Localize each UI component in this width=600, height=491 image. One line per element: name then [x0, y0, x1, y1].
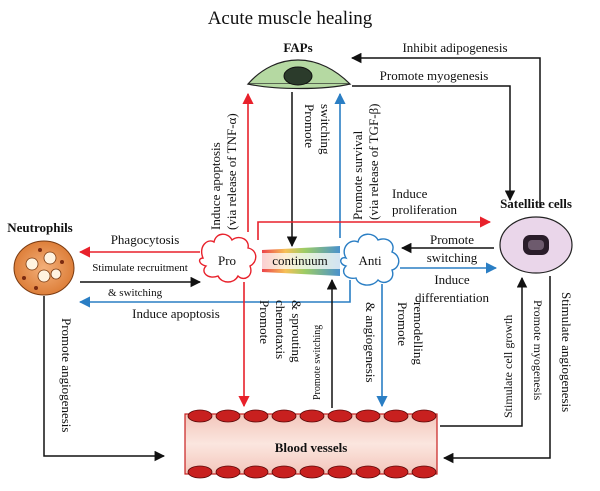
blood-vessels-label: Blood vessels [275, 440, 348, 455]
diagram-title: Acute muscle healing [208, 8, 373, 29]
label-induce-proliferation-2: proliferation [392, 202, 457, 217]
label-stimulate-angiogenesis: Stimulate angiogenesis [559, 292, 574, 412]
label-promote-myogenesis: Promote myogenesis [380, 68, 489, 83]
arrow-induce-apoptosis-neutrophil [78, 280, 351, 308]
rbc-top-row [187, 409, 437, 423]
label-promote-switching-faps-2: switching [318, 104, 333, 155]
label-induce-differentiation-2: differentiation [415, 290, 490, 305]
blood-vessel [184, 409, 438, 479]
label-induce-differentiation-1: Induce [434, 272, 470, 287]
label-remodel-3: & angiogenesis [363, 302, 378, 383]
anti-label: Anti [358, 253, 382, 268]
arrow-stimulate-angiogenesis [442, 276, 551, 464]
label-promote-angiogenesis-neutrophil: Promote angiogenesis [59, 318, 74, 432]
arrow-inhibit-adipogenesis [350, 52, 541, 208]
label-promote-switching-bv: Promote switching [312, 325, 323, 400]
label-stimulate-recruitment: Stimulate recruitment [92, 262, 188, 274]
label-stimulate-cell-growth: Stimulate cell growth [501, 315, 515, 418]
faps-label: FAPs [283, 40, 312, 55]
label-promote-survival-2: (via release of TGF-β) [366, 104, 381, 220]
fap-cell [246, 59, 352, 90]
label-promote-switching-sat-1: Promote [430, 232, 474, 247]
rbc-bottom-row [187, 465, 437, 479]
neutrophils-label: Neutrophils [7, 220, 73, 235]
label-promote-switching-faps-1: Promote [302, 104, 317, 148]
continuum-label-bg [262, 253, 340, 269]
label-remodel-1: Promote [395, 302, 410, 346]
neutrophil-cell [13, 240, 75, 296]
label-induce-apoptosis-tnf-2: (via release of TNF-α) [224, 113, 239, 230]
label-induce-apoptosis-neutrophil: Induce apoptosis [132, 306, 220, 321]
satellite-label: Satellite cells [500, 196, 572, 211]
satellite-cell [499, 216, 573, 274]
label-phagocytosis: Phagocytosis [111, 232, 180, 247]
label-induce-proliferation-1: Induce [392, 186, 428, 201]
arrow-promote-angiogenesis-neutrophil [43, 296, 166, 462]
pro-macrophage [198, 233, 257, 283]
label-and-switching: & switching [108, 287, 163, 299]
label-chemotaxis-2: chemotaxis [273, 300, 288, 359]
label-remodel-2: remodelling [411, 302, 426, 365]
continuum-label: continuum [272, 253, 328, 268]
label-promote-myogenesis-v: Promote myogenesis [531, 300, 545, 401]
arrow-promote-myogenesis [352, 85, 516, 202]
label-promote-survival-1: Promote survival [350, 130, 365, 220]
anti-macrophage [340, 233, 400, 286]
arrow-induce-proliferation [257, 216, 492, 240]
label-chemotaxis-3: & sprouting [289, 300, 304, 363]
label-promote-switching-sat-2: switching [427, 250, 478, 265]
arrow-stimulate-cell-growth [440, 276, 528, 427]
label-induce-apoptosis-tnf-1: Induce apoptosis [208, 142, 223, 230]
label-chemotaxis-1: Promote [257, 300, 272, 344]
pro-label: Pro [218, 253, 236, 268]
label-inhibit-adipogenesis: Inhibit adipogenesis [402, 40, 507, 55]
